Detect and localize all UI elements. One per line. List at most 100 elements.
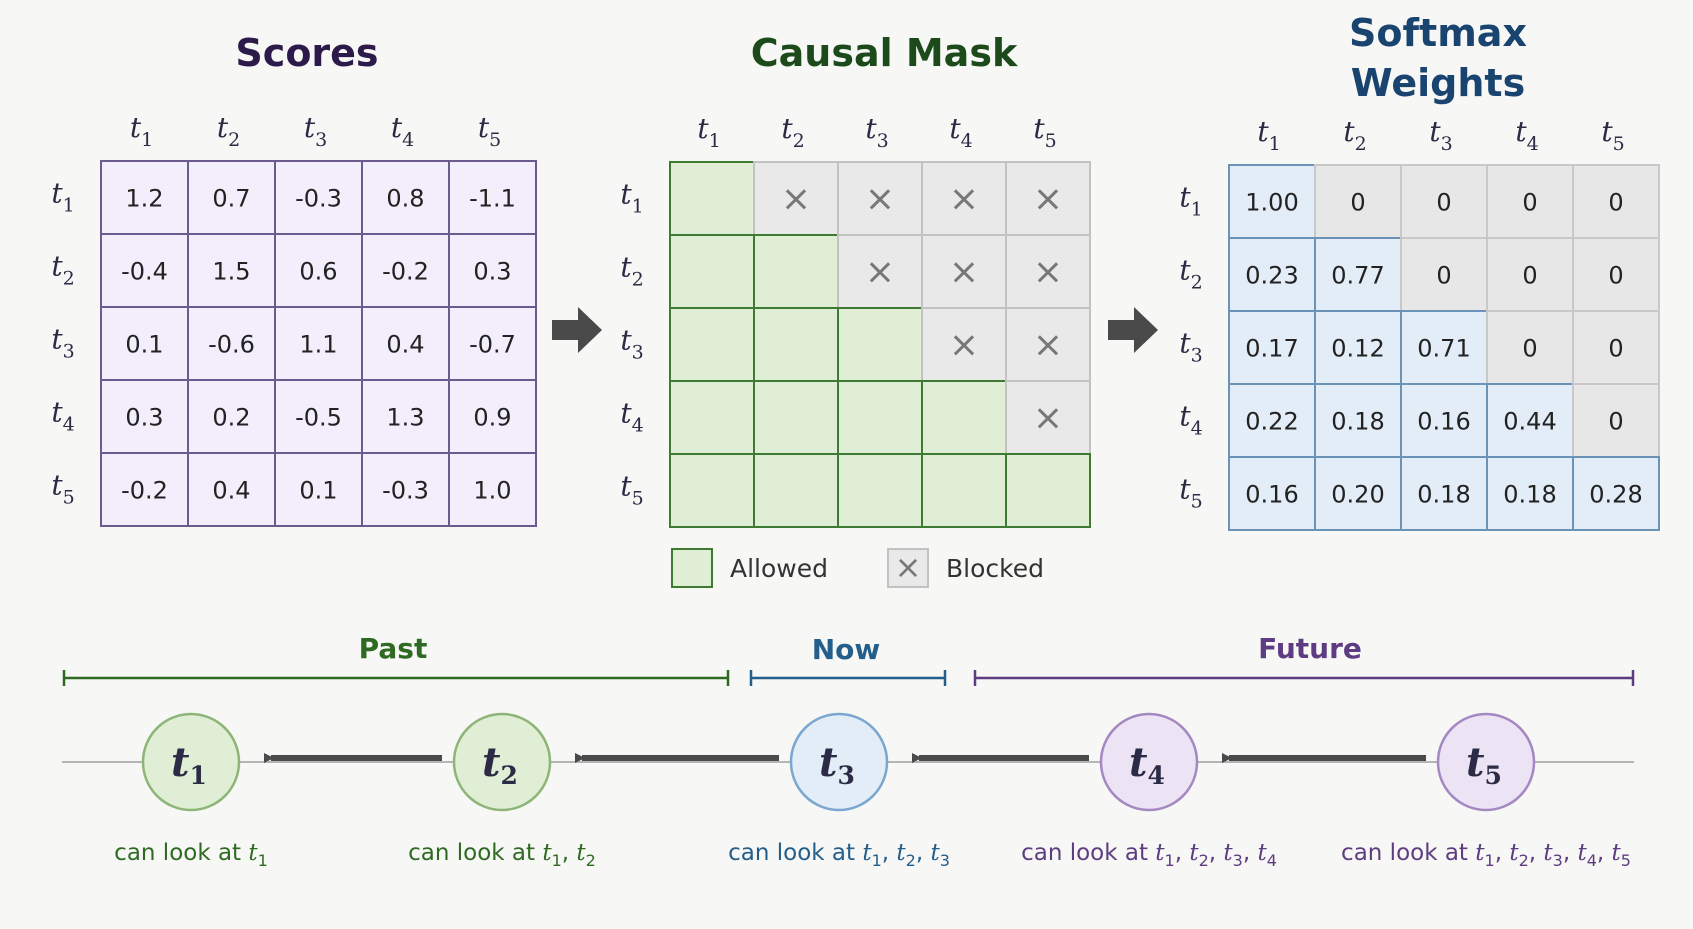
scores-value: 1.3 bbox=[386, 404, 424, 432]
softmax-col-header: t1 bbox=[1257, 115, 1280, 155]
softmax-value: 0.16 bbox=[1245, 481, 1298, 509]
scores-cell bbox=[100, 379, 189, 454]
scores-value: 0.3 bbox=[125, 404, 163, 432]
scores-row-header: t3 bbox=[51, 323, 74, 363]
scores-cell bbox=[187, 160, 276, 235]
arrow-right-icon bbox=[1108, 307, 1158, 353]
token-node-label: t4 bbox=[1129, 739, 1165, 790]
blocked-x-icon: × bbox=[865, 179, 895, 220]
softmax-cell bbox=[1572, 237, 1660, 312]
token-caption: can look at t1, t2, t3, t4 bbox=[1021, 840, 1277, 870]
scores-cell bbox=[100, 160, 189, 235]
legend-allowed-label: Allowed bbox=[730, 554, 828, 583]
scores-value: 0.3 bbox=[473, 258, 511, 286]
scores-value: 1.1 bbox=[299, 331, 337, 359]
softmax-title-line2: Weights bbox=[1351, 61, 1525, 105]
scores-value: -0.6 bbox=[208, 331, 255, 359]
softmax-cell bbox=[1228, 310, 1316, 385]
scores-cell bbox=[187, 379, 276, 454]
blocked-x-icon: × bbox=[1033, 325, 1063, 366]
softmax-value: 0.18 bbox=[1417, 481, 1470, 509]
mask-cell bbox=[753, 453, 839, 528]
softmax-col-header: t3 bbox=[1429, 115, 1452, 155]
mask-cell bbox=[837, 307, 923, 382]
scores-cell bbox=[274, 452, 363, 527]
token-node bbox=[141, 712, 241, 812]
causal-mask-title: Causal Mask bbox=[751, 31, 1018, 75]
blocked-x-icon: × bbox=[1033, 398, 1063, 439]
scores-value: 0.4 bbox=[212, 477, 250, 505]
softmax-cell bbox=[1314, 456, 1402, 531]
token-caption: can look at t1, t2 bbox=[408, 840, 596, 870]
softmax-col-header: t4 bbox=[1515, 115, 1538, 155]
legend-blocked-swatch bbox=[887, 548, 929, 588]
softmax-row-header: t2 bbox=[1179, 254, 1202, 294]
blocked-x-icon: × bbox=[949, 179, 979, 220]
softmax-value: 0 bbox=[1522, 189, 1537, 217]
scores-cell bbox=[361, 306, 450, 381]
mask-cell bbox=[921, 453, 1007, 528]
scores-value: -0.3 bbox=[382, 477, 429, 505]
softmax-cell bbox=[1486, 383, 1574, 458]
scores-row-header: t1 bbox=[51, 177, 74, 217]
softmax-cell bbox=[1228, 383, 1316, 458]
scores-col-header: t1 bbox=[130, 111, 153, 151]
now-label: Now bbox=[812, 633, 881, 666]
softmax-col-header: t5 bbox=[1601, 115, 1624, 155]
softmax-row-header: t5 bbox=[1179, 473, 1202, 513]
mask-row-header: t2 bbox=[620, 251, 643, 291]
mask-cell bbox=[669, 307, 755, 382]
softmax-cell bbox=[1228, 456, 1316, 531]
mask-cell bbox=[837, 453, 923, 528]
scores-cell bbox=[448, 233, 537, 308]
scores-value: -0.5 bbox=[295, 404, 342, 432]
past-bracket bbox=[62, 670, 730, 686]
softmax-value: 0.28 bbox=[1589, 481, 1642, 509]
softmax-cell bbox=[1314, 237, 1402, 312]
scores-row-header: t5 bbox=[51, 469, 74, 509]
softmax-value: 0 bbox=[1350, 189, 1365, 217]
blocked-x-icon: × bbox=[949, 325, 979, 366]
blocked-x-icon: × bbox=[1033, 252, 1063, 293]
token-node-label: t5 bbox=[1466, 739, 1502, 790]
softmax-cell bbox=[1228, 164, 1316, 239]
softmax-cell bbox=[1572, 456, 1660, 531]
softmax-cell bbox=[1572, 310, 1660, 385]
softmax-value: 0 bbox=[1522, 335, 1537, 363]
mask-col-header: t4 bbox=[949, 112, 972, 152]
softmax-cell bbox=[1314, 164, 1402, 239]
scores-cell bbox=[187, 452, 276, 527]
mask-cell bbox=[753, 380, 839, 455]
softmax-cell bbox=[1572, 383, 1660, 458]
token-node bbox=[452, 712, 552, 812]
blocked-x-icon: × bbox=[949, 252, 979, 293]
past-label: Past bbox=[359, 632, 428, 665]
legend-allowed-swatch bbox=[671, 548, 713, 588]
mask-row-header: t5 bbox=[620, 470, 643, 510]
mask-row-header: t4 bbox=[620, 397, 643, 437]
scores-value: -1.1 bbox=[469, 185, 516, 213]
softmax-cell bbox=[1400, 310, 1488, 385]
softmax-title-line1: Softmax bbox=[1349, 11, 1527, 55]
scores-cell bbox=[187, 306, 276, 381]
softmax-row-header: t3 bbox=[1179, 327, 1202, 367]
mask-cell bbox=[669, 453, 755, 528]
scores-col-header: t5 bbox=[478, 111, 501, 151]
softmax-row-header: t4 bbox=[1179, 400, 1202, 440]
scores-value: 0.9 bbox=[473, 404, 511, 432]
mask-cell bbox=[753, 234, 839, 309]
legend-blocked-label: Blocked bbox=[946, 554, 1044, 583]
scores-cell bbox=[274, 233, 363, 308]
scores-value: 1.5 bbox=[212, 258, 250, 286]
mask-cell bbox=[1005, 453, 1091, 528]
mask-cell bbox=[669, 380, 755, 455]
scores-value: 0.4 bbox=[386, 331, 424, 359]
scores-title: Scores bbox=[235, 31, 378, 75]
softmax-value: 0 bbox=[1608, 335, 1623, 363]
token-node-label: t1 bbox=[171, 739, 207, 790]
token-node bbox=[1436, 712, 1536, 812]
scores-value: 0.8 bbox=[386, 185, 424, 213]
softmax-value: 0.16 bbox=[1417, 408, 1470, 436]
scores-cell bbox=[448, 452, 537, 527]
